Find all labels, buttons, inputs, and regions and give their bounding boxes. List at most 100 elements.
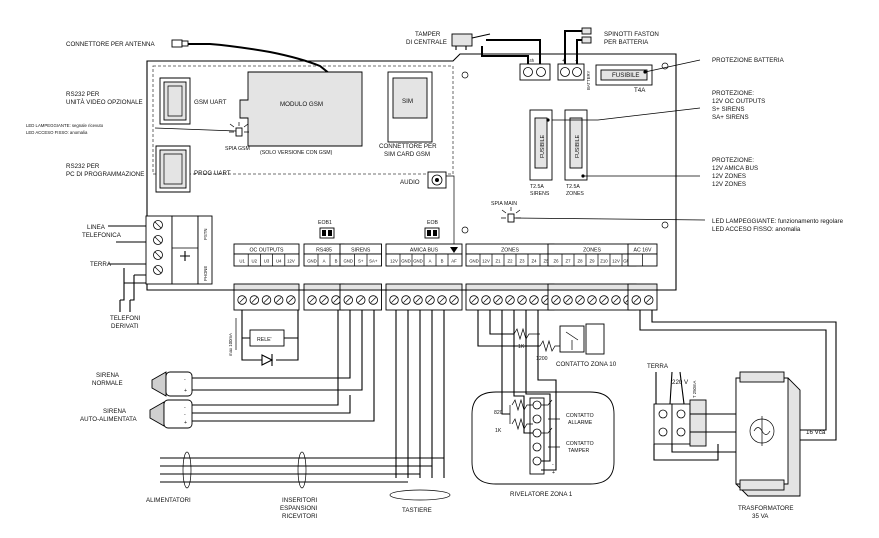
prot-out-label-3: S+ SIRENS: [712, 106, 745, 113]
faston-label-2: PER BATTERIA: [604, 39, 649, 46]
sirens-pin-label: GND: [343, 259, 353, 264]
relay: [241, 310, 299, 366]
prot-out-label-2: 12V OC OUTPUTS: [712, 98, 765, 105]
terra-label: TERRA: [90, 261, 112, 268]
svg-text:+: +: [184, 388, 187, 394]
antenna-label: CONNETTORE PER ANTENNA: [66, 41, 155, 48]
ac-16v-header: AC 16V: [634, 248, 652, 254]
fuse-zones-name: ZONES: [566, 191, 584, 197]
svg-text:PHONE: PHONE: [203, 266, 208, 281]
oc-outputs-pin-label: U1: [239, 259, 245, 264]
faston-label-1: SPINOTTI FASTON: [604, 31, 659, 38]
rs485-pin-label: A: [323, 259, 326, 264]
zones-a-pin-label: Z2: [507, 259, 513, 264]
eob-jumper: [424, 227, 440, 239]
rs232-video-label-2: UNITÀ VIDEO OPZIONALE: [66, 99, 143, 106]
t4a-label: T4A: [634, 87, 646, 94]
sirena-normale: - +: [151, 310, 363, 397]
sirens-pin-label: S+: [358, 259, 364, 264]
linea-label-1: LINEA: [87, 224, 106, 231]
zones-fuse: FUSIBILE: [564, 109, 588, 181]
svg-text:+: +: [562, 58, 565, 64]
zones-a-header: ZONES: [501, 248, 519, 254]
sirena-n-label-1: SIRENA: [96, 372, 120, 379]
sim-conn-label-2: SIM CARD GSM: [384, 151, 430, 158]
fuse-sirens-rating: T2.5A: [530, 184, 544, 190]
zones-b-pin-label: Z8: [577, 259, 583, 264]
rele-label: RELE': [257, 337, 272, 343]
tamper-switch: [451, 33, 541, 70]
contatto-tamper-label-1: CONTATTO: [566, 441, 594, 447]
svg-text:PSTN: PSTN: [203, 229, 208, 240]
zones-b-terminal-block: ZONESZ6Z7Z8Z9Z1012VGND: [547, 243, 637, 311]
prot-out-label-4: SA+ SIRENS: [712, 114, 749, 121]
zones-a-pin-label: Z4: [531, 259, 537, 264]
oc-outputs-pin-label: 12V: [287, 259, 295, 264]
rs232-video-label-1: RS232 PER: [66, 91, 100, 98]
gsm-module-label: MODULO GSM: [280, 101, 323, 108]
rivelatore-label: RIVELATORE ZONA 1: [510, 491, 573, 498]
battery-text: BATTERY: [586, 70, 591, 90]
alimentatori-label: ALIMENTATORI: [146, 497, 191, 504]
trasf-label-1: TRASFORMATORE: [738, 505, 793, 512]
svg-text:-: -: [184, 412, 186, 418]
contatto-tamper-label-2: TAMPER: [568, 448, 589, 454]
sim-connector: [387, 71, 433, 143]
svg-text:+: +: [552, 470, 555, 476]
spia-gsm-label: SPIA GSM: [225, 146, 250, 152]
rivelatore-zona1: - +: [471, 310, 615, 485]
inseritori-label-2: ESPANSIONI: [280, 505, 318, 512]
tamper-label-1: TAMPER: [415, 31, 441, 38]
svg-text:+: +: [184, 420, 187, 426]
oc-outputs-pin-label: U3: [264, 259, 270, 264]
oc-outputs-pin-label: U2: [252, 259, 258, 264]
zones-b-pin-label: Z10: [600, 259, 608, 264]
battery-connector: + -: [557, 58, 585, 81]
battery-fuse: [595, 64, 653, 86]
zones-a-pin-label: Z1: [495, 259, 501, 264]
telefoni-label-1: TELEFONI: [110, 315, 141, 322]
prot-bus-label-4: 12V ZONES: [712, 181, 746, 188]
linea-label-2: TELEFONICA: [82, 232, 122, 239]
r820-label: 820: [494, 410, 503, 416]
terra2-label: TERRA: [647, 363, 669, 370]
sim-conn-label-1: CONNETTORE PER: [379, 143, 437, 150]
rs485-header: RS485: [316, 248, 332, 254]
svg-text:FUSIBILE: FUSIBILE: [575, 134, 581, 158]
sirens-fuse: FUSIBILE: [529, 109, 553, 181]
rs485-pin-label: GND: [307, 259, 317, 264]
zones-b-pin-label: Z7: [565, 259, 571, 264]
zones-a-pin-label: Z5: [543, 259, 549, 264]
oc-outputs-header: OC OUTPUTS: [249, 248, 284, 254]
led-gsm-label-2: LED ACCESO FISSO: anomalia: [26, 130, 88, 135]
prot-batt-label: PROTEZIONE BATTERIA: [712, 57, 785, 64]
amica-bus-pin-label: B: [441, 259, 444, 264]
gsm-module: [239, 71, 363, 147]
gsm-option-area: [152, 65, 454, 175]
amica-bus-pin-label: GND: [401, 259, 411, 264]
phone-line-terminal: PSTN PHONE: [145, 215, 213, 285]
rs232-pc-label-1: RS232 PER: [66, 163, 100, 170]
prot-out-label-1: PROTEZIONE:: [712, 90, 754, 97]
spia-main-label: SPIA MAIN: [491, 201, 517, 207]
sirena-n-label-2: NORMALE: [92, 380, 123, 387]
t250-label: T 250mA: [692, 381, 697, 398]
sirena-auto: - - +: [149, 310, 375, 429]
battery-fuse-label: FUSIBILE: [612, 72, 640, 79]
board-outline: [146, 53, 677, 291]
transformer: [735, 371, 801, 497]
tastiere-label: TASTIERE: [402, 507, 432, 514]
amica-bus-pin-label: 12V: [390, 259, 398, 264]
svg-text:FUSIBILE: FUSIBILE: [540, 134, 546, 158]
audio-connector: [427, 171, 455, 245]
led-main-label-2: LED ACCESO FISSO: anomalia: [712, 226, 801, 233]
max100-label: max 100mA: [228, 333, 233, 356]
r1k-b-label: 1K: [495, 428, 502, 434]
audio-label: AUDIO: [400, 179, 420, 186]
spia-main-led: [501, 207, 521, 223]
r1k-label: 1K: [518, 344, 525, 350]
